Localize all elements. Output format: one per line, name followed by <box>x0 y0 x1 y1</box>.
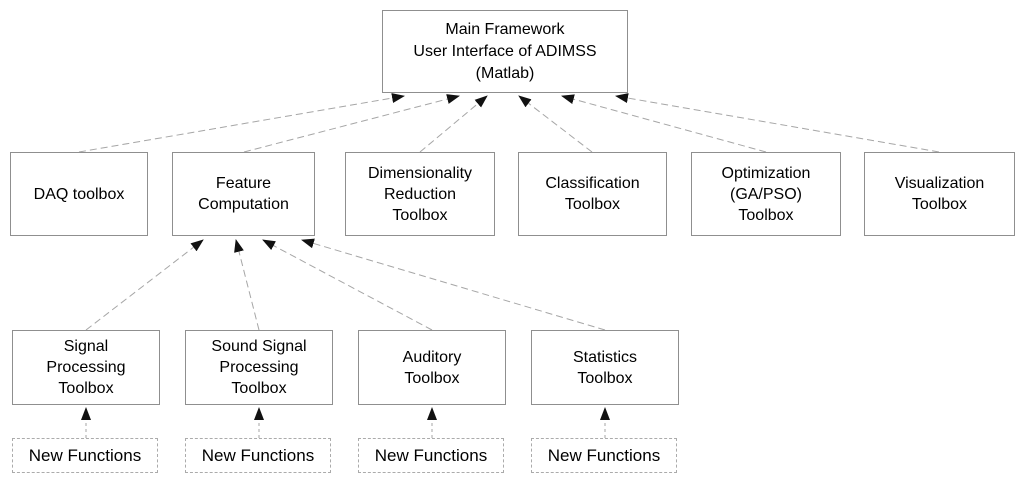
new-functions-box-2: New Functions <box>185 438 331 473</box>
statistics-toolbox-label: Statistics Toolbox <box>572 348 637 387</box>
new-functions-box-3: New Functions <box>358 438 504 473</box>
signal-processing-toolbox-label: Signal Processing Toolbox <box>46 338 126 397</box>
sound-signal-processing-toolbox-box: Sound Signal Processing Toolbox <box>185 330 333 405</box>
daq-toolbox-label: DAQ toolbox <box>33 185 125 203</box>
new-functions-label-1: New Functions <box>28 446 142 465</box>
auditory-toolbox-box: Auditory Toolbox <box>358 330 506 405</box>
new-functions-label-2: New Functions <box>201 446 315 465</box>
daq-toolbox-box: DAQ toolbox <box>10 152 148 236</box>
arrow-signal-to-feature <box>85 239 204 331</box>
new-functions-label-3: New Functions <box>374 446 488 465</box>
dimensionality-reduction-toolbox-label: Dimensionality Reduction Toolbox <box>367 164 473 224</box>
arrow-optimization-to-main <box>561 94 767 153</box>
sound-signal-processing-toolbox-label: Sound Signal Processing Toolbox <box>211 338 307 397</box>
arrow-statistics-to-feature <box>301 238 606 331</box>
feature-computation-label: Feature Computation <box>198 175 289 213</box>
arrow-daq-to-main <box>78 93 405 153</box>
feature-computation-box: Feature Computation <box>172 152 315 236</box>
arrow-auditory-to-feature <box>262 239 433 331</box>
arrow-soundsignal-to-feature <box>234 239 260 331</box>
classification-toolbox-box: Classification Toolbox <box>518 152 667 236</box>
main-framework-box: Main Framework User Interface of ADIMSS … <box>382 10 628 93</box>
new-functions-box-4: New Functions <box>531 438 677 473</box>
visualization-toolbox-box: Visualization Toolbox <box>864 152 1015 236</box>
classification-toolbox-label: Classification Toolbox <box>545 175 640 213</box>
optimization-toolbox-label: Optimization (GA/PSO) Toolbox <box>721 164 811 224</box>
signal-processing-toolbox-box: Signal Processing Toolbox <box>12 330 160 405</box>
new-functions-box-1: New Functions <box>12 438 158 473</box>
new-functions-label-4: New Functions <box>547 446 661 465</box>
arrow-dimensionality-to-main <box>419 95 488 153</box>
visualization-toolbox-label: Visualization Toolbox <box>894 175 985 213</box>
arrow-classification-to-main <box>518 95 593 153</box>
optimization-toolbox-box: Optimization (GA/PSO) Toolbox <box>691 152 841 236</box>
arrow-feature-to-main <box>243 94 460 153</box>
main-framework-label: Main Framework User Interface of ADIMSS … <box>413 20 597 82</box>
dimensionality-reduction-toolbox-box: Dimensionality Reduction Toolbox <box>345 152 495 236</box>
auditory-toolbox-label: Auditory Toolbox <box>402 348 462 387</box>
statistics-toolbox-box: Statistics Toolbox <box>531 330 679 405</box>
